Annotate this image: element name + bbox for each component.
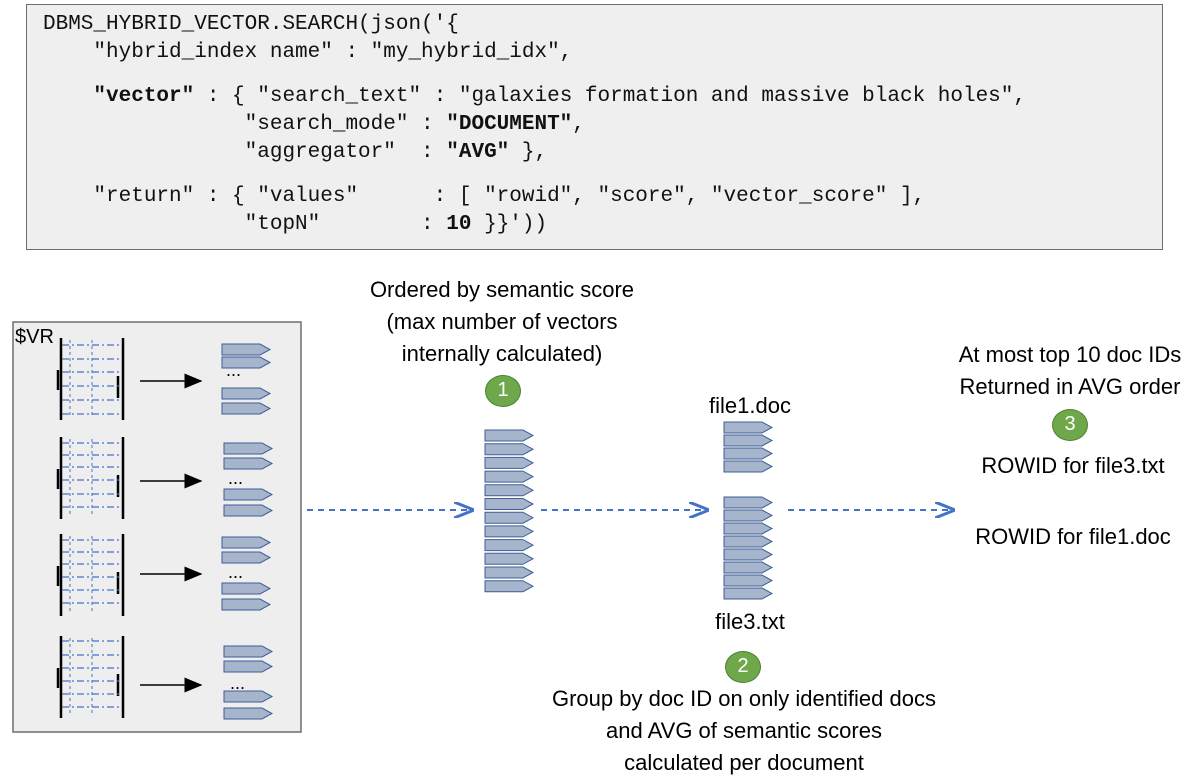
vector-chunk-icon	[223, 645, 274, 658]
stage3-caption-line: At most top 10 doc IDs	[958, 342, 1182, 367]
code-keyword: 10	[446, 213, 472, 236]
code-line: "search_mode" : "DOCUMENT",	[43, 111, 1026, 139]
vector-chunk-icon	[221, 551, 272, 564]
vector-chunk-icon	[723, 434, 774, 447]
vector-chunk-icon	[221, 598, 272, 611]
vector-chunk-icon	[484, 580, 535, 593]
vector-chunk-icon	[723, 548, 774, 561]
code-keyword: "AVG"	[446, 141, 510, 164]
code-line: "topN" : 10 }}'))	[43, 211, 1026, 239]
vector-chunk-icon	[484, 566, 535, 579]
stage3-caption: At most top 10 doc IDs Returned in AVG o…	[930, 339, 1202, 403]
vector-chunk-icon	[223, 488, 274, 501]
step-3-badge: 3	[1052, 409, 1088, 441]
vr-label: $VR	[15, 326, 54, 348]
code-panel: DBMS_HYBRID_VECTOR.SEARCH(json('{ "hybri…	[26, 4, 1163, 250]
vector-chunk-icon	[723, 460, 774, 473]
vector-chunk-icon	[221, 356, 272, 369]
vector-chunk-icon	[723, 496, 774, 509]
vector-chunk-icon	[484, 511, 535, 524]
vector-chunk-icon	[723, 421, 774, 434]
code-line: "return" : { "values" : [ "rowid", "scor…	[43, 185, 926, 208]
vector-chunk-icon	[484, 429, 535, 442]
vector-chunk-icon	[723, 447, 774, 460]
vector-chunk-icon	[221, 387, 272, 400]
ellipsis-1: ...	[226, 360, 242, 380]
stage2-caption: Group by doc ID on only identified docs …	[494, 683, 994, 779]
vector-chunk-icon	[723, 509, 774, 522]
code-text: ,	[572, 113, 585, 136]
code-line: "hybrid_index name" : "my_hybrid_idx",	[43, 41, 573, 64]
vector-chunk-icon	[723, 587, 774, 600]
vector-chunk-icon	[223, 690, 274, 703]
stage1-caption: Ordered by semantic score (max number of…	[330, 274, 674, 370]
vector-chunk-icon	[723, 574, 774, 587]
vector-chunk-icon	[223, 660, 274, 673]
code-text: "topN" :	[43, 213, 447, 236]
stage1-caption-line: Ordered by semantic score	[369, 277, 635, 302]
vector-chunk-icon	[221, 343, 272, 356]
vector-chunk-icon	[223, 442, 274, 455]
stage2-caption-line: calculated per document	[624, 750, 864, 775]
stage3-caption-line: Returned in AVG order	[959, 374, 1181, 399]
vector-chunk-icon	[223, 504, 274, 517]
code-keyword: "DOCUMENT"	[446, 113, 573, 136]
code-line: DBMS_HYBRID_VECTOR.SEARCH(json('{	[43, 13, 459, 36]
code-text: "aggregator" :	[43, 141, 447, 164]
vector-chunk-icon	[221, 582, 272, 595]
result-row-1: ROWID for file3.txt	[981, 453, 1165, 478]
code-text: },	[509, 141, 548, 164]
vector-chunk-icon	[484, 470, 535, 483]
code-line: "vector" : { "search_text" : "galaxies f…	[43, 83, 1026, 111]
stage1-caption-line: internally calculated)	[401, 341, 603, 366]
stage1-caption-line: (max number of vectors	[386, 309, 618, 334]
vector-chunk-icon	[221, 402, 272, 415]
vector-chunk-icon	[223, 707, 274, 720]
code-text: : { "search_text" : "galaxies formation …	[194, 85, 1026, 108]
vector-chunk-icon	[484, 552, 535, 565]
ellipsis-3: ...	[228, 562, 244, 582]
vector-chunk-icon	[221, 536, 272, 549]
stage2-caption-line: and AVG of semantic scores	[606, 718, 882, 743]
vector-chunk-icon	[723, 561, 774, 574]
file-top-label: file1.doc	[709, 393, 791, 418]
ellipsis-2: ...	[228, 468, 244, 488]
code-line: "aggregator" : "AVG" },	[43, 139, 1026, 167]
ellipsis-4: ...	[230, 673, 246, 693]
vector-chunk-icon	[723, 522, 774, 535]
result-row-2: ROWID for file1.doc	[975, 524, 1171, 549]
code-text: }}'))	[471, 213, 548, 236]
stage2-caption-line: Group by doc ID on only identified docs	[551, 686, 936, 711]
search-code: DBMS_HYBRID_VECTOR.SEARCH(json('{ "hybri…	[43, 11, 1026, 239]
vector-chunk-icon	[484, 443, 535, 456]
vector-chunk-icon	[723, 535, 774, 548]
vector-chunk-icon	[223, 457, 274, 470]
vector-chunk-icon	[484, 498, 535, 510]
step-2-badge: 2	[725, 651, 761, 683]
vector-chunk-icon	[484, 539, 535, 552]
vector-chunk-icon	[484, 456, 535, 469]
vector-chunk-icon	[484, 525, 535, 538]
vector-chunk-icon	[484, 484, 535, 497]
file-bottom-label: file3.txt	[715, 609, 785, 634]
code-text: "search_mode" :	[43, 113, 447, 136]
step-1-badge: 1	[485, 375, 521, 407]
code-keyword: "vector"	[93, 85, 195, 108]
